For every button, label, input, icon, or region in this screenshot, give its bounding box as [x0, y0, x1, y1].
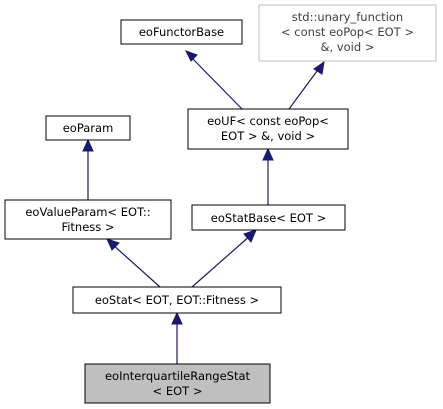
node-eoStat[interactable]: eoStat< EOT, EOT::Fitness > — [72, 286, 282, 314]
node-label: eoValueParam< EOT:: — [25, 205, 150, 219]
edge-eoInterquartileRangeStat-to-eoStat — [171, 311, 183, 364]
node-label: eoParam — [63, 121, 114, 135]
node-label: &, void > — [321, 40, 375, 54]
node-label: < const eoPop< EOT > — [281, 25, 414, 39]
node-label: eoStatBase< EOT > — [211, 211, 326, 225]
edge-eoValueParam-to-eoParam — [82, 138, 94, 200]
node-label: eoStat< EOT, EOT::Fitness > — [95, 293, 259, 307]
node-label: eoInterquartileRangeStat — [105, 369, 251, 383]
node-label: < EOT > — [153, 384, 203, 398]
node-label: std::unary_function — [292, 10, 403, 24]
edge-eoStat-to-eoValueParam — [106, 238, 161, 288]
node-eoFunctorBase[interactable]: eoFunctorBase — [120, 19, 243, 45]
node-label: EOT > &, void > — [221, 129, 315, 143]
edge-eoStat-to-eoStatBase — [191, 229, 257, 288]
node-unary-function: std::unary_function < const eoPop< EOT >… — [258, 4, 437, 62]
node-label: eoUF< const eoPop< — [207, 114, 329, 128]
node-eoStatBase[interactable]: eoStatBase< EOT > — [191, 204, 346, 231]
edge-eoUF-to-eoFunctorBase — [184, 50, 243, 110]
node-eoParam[interactable]: eoParam — [45, 115, 131, 141]
node-eoUF[interactable]: eoUF< const eoPop< EOT > &, void > — [187, 108, 349, 150]
node-label: Fitness > — [61, 220, 114, 234]
node-eoValueParam[interactable]: eoValueParam< EOT:: Fitness > — [4, 199, 172, 240]
node-eoInterquartileRangeStat[interactable]: eoInterquartileRangeStat < EOT > — [84, 363, 271, 404]
node-label: eoFunctorBase — [139, 25, 224, 39]
edge-eoStatBase-to-eoUF — [262, 147, 274, 205]
edge-eoUF-to-unary-function — [288, 60, 325, 110]
